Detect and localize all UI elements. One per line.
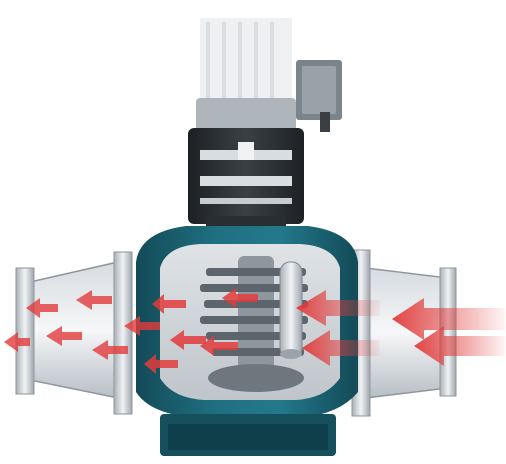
flow-arrow-icon <box>302 330 380 366</box>
flow-arrow-icon <box>46 326 82 346</box>
flow-arrow-icon <box>76 290 112 310</box>
motor-fan-cover <box>200 18 292 102</box>
flow-arrow-icon <box>152 294 186 314</box>
motor-body <box>188 98 304 242</box>
flow-arrow-icon <box>92 340 128 360</box>
cutter-shaft <box>279 261 303 359</box>
flow-arrow-icon <box>200 336 238 356</box>
flow-arrow-icon <box>4 332 30 352</box>
terminal-box <box>296 60 342 132</box>
flow-arrow-icon <box>414 326 505 366</box>
flow-arrow-icon <box>392 298 505 340</box>
flow-arrow-icon <box>26 298 58 318</box>
flow-arrow-icon <box>222 288 258 308</box>
flow-arrow-icon <box>124 316 160 336</box>
flow-arrows <box>4 288 505 374</box>
flow-arrow-icon <box>296 290 380 326</box>
flow-arrow-icon <box>144 354 178 374</box>
flow-arrow-icon <box>170 330 206 350</box>
